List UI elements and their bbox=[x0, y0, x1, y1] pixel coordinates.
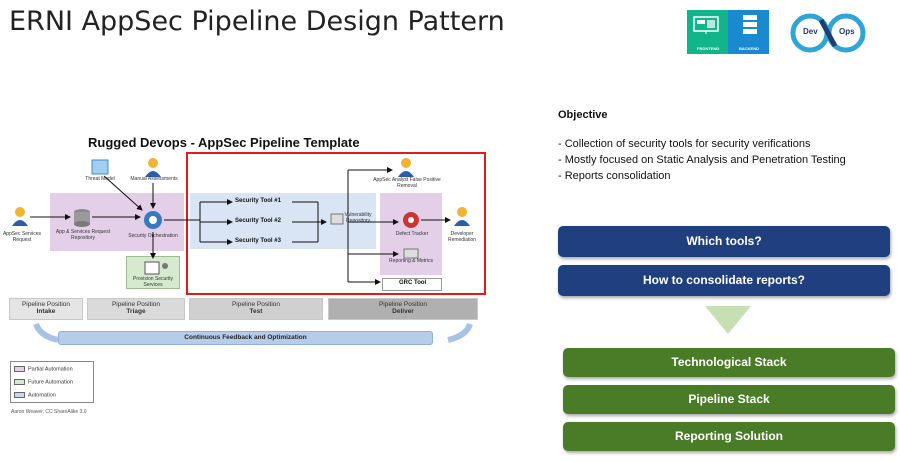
which-tools-pill: Which tools? bbox=[558, 226, 890, 257]
reporting-metrics-label: Reporting & Metrics bbox=[389, 258, 433, 264]
developer-remediation-label: Developer Remediation bbox=[447, 231, 477, 243]
defect-gear-icon bbox=[403, 212, 419, 228]
objective-item: - Collection of security tools for secur… bbox=[558, 138, 811, 150]
consolidate-reports-pill: How to consolidate reports? bbox=[558, 265, 890, 296]
grc-tool-label: GRC Tool bbox=[399, 280, 427, 286]
app-repository-label: App & Services Request Repository bbox=[55, 229, 111, 241]
objective-item: - Mostly focused on Static Analysis and … bbox=[558, 154, 846, 166]
threat-model-icon bbox=[91, 159, 109, 175]
server-icon bbox=[743, 15, 757, 34]
monitor-icon bbox=[693, 16, 719, 34]
slide-title: ERNI AppSec Pipeline Design Pattern bbox=[9, 6, 505, 37]
security-tool-1-label: Security Tool #1 bbox=[235, 198, 281, 204]
devops-logo bbox=[790, 13, 866, 53]
legend-partial: Partial Automation bbox=[14, 366, 73, 372]
objective-item: - Reports consolidation bbox=[558, 170, 671, 182]
pipeline-diagram-svg bbox=[12, 158, 470, 285]
devops-ops-label: Ops bbox=[839, 27, 855, 36]
reporting-solution-pill: Reporting Solution bbox=[563, 422, 895, 451]
deliver-partial-box bbox=[380, 193, 442, 275]
frontend-backend-logo: FRONTEND BACKEND bbox=[687, 10, 769, 54]
legend-automation: Automation bbox=[14, 392, 56, 398]
security-orchestration-label: Security Orchestration bbox=[128, 233, 178, 239]
continuous-feedback-bar: Continuous Feedback and Optimization bbox=[58, 331, 433, 345]
figure-legend: Partial Automation Future Automation Aut… bbox=[10, 361, 94, 403]
orchestration-icon bbox=[144, 211, 162, 229]
analyst-label: AppSec Analyst False Positive Removal bbox=[373, 177, 441, 189]
threat-model-label: Threat Model bbox=[85, 176, 115, 182]
grc-tool-box bbox=[382, 278, 442, 291]
security-tool-2-label: Security Tool #2 bbox=[235, 218, 281, 224]
legend-future: Future Automation bbox=[14, 379, 73, 385]
analyst-person-icon bbox=[398, 158, 414, 177]
security-tool-3-label: Security Tool #3 bbox=[235, 238, 281, 244]
technological-stack-pill: Technological Stack bbox=[563, 348, 895, 377]
services-request-label: AppSec Services Request bbox=[2, 231, 42, 243]
vuln-repository-label: Vulnerability Repository bbox=[344, 212, 372, 224]
vuln-repo-icon bbox=[330, 213, 344, 225]
defect-tracker-label: Defect Tracker bbox=[395, 231, 429, 237]
devops-dev-label: Dev bbox=[803, 27, 818, 36]
pipeline-stack-pill: Pipeline Stack bbox=[563, 385, 895, 414]
database-icon bbox=[74, 209, 90, 227]
manual-assessment-person-icon bbox=[145, 158, 161, 177]
test-deliver-highlight bbox=[186, 152, 486, 295]
feedback-arrows bbox=[33, 322, 473, 343]
person-request-icon bbox=[12, 207, 28, 226]
manual-assessments-label: Manual Assessments bbox=[130, 176, 178, 182]
provision-icon bbox=[144, 261, 168, 275]
down-arrow-icon bbox=[705, 306, 751, 334]
provision-services-label: Provision Security Services bbox=[132, 276, 173, 288]
reporting-icon bbox=[403, 248, 419, 259]
frontend-label: FRONTEND bbox=[697, 46, 720, 51]
developer-person-icon bbox=[454, 207, 470, 226]
figure-credit: Aaron Weaver, CC ShareAlike 3.0 bbox=[11, 409, 87, 415]
pipeline-figure-title: Rugged Devops - AppSec Pipeline Template bbox=[88, 135, 360, 150]
objective-heading: Objective bbox=[558, 109, 608, 121]
backend-label: BACKEND bbox=[739, 46, 759, 51]
